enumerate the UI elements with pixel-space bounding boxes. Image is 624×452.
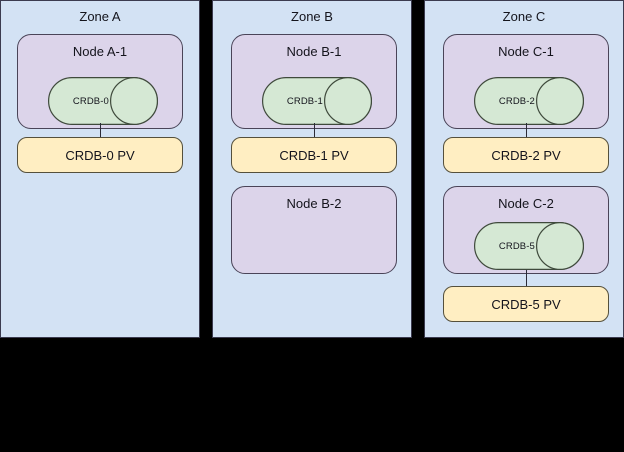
pv-box-crdb-5-pv: CRDB-5 PV: [443, 286, 609, 322]
node-box-b-1: Node B-1 CRDB-1: [231, 34, 397, 129]
pv-label-crdb-5-pv: CRDB-5 PV: [491, 296, 561, 312]
database-label-crdb-1: CRDB-1: [286, 95, 323, 107]
zone-title-a: Zone A: [79, 9, 121, 24]
pv-box-crdb-1-pv: CRDB-1 PV: [231, 137, 397, 173]
zone-container-b: Zone B Node B-1 CRDB-1 CRDB-1 PV Node B-…: [212, 0, 412, 338]
database-cylinder-crdb-0: CRDB-0: [48, 77, 158, 125]
cylinder-shape-icon: [474, 77, 584, 125]
node-title-b-2: Node B-2: [286, 196, 342, 211]
pv-label-crdb-0-pv: CRDB-0 PV: [65, 147, 135, 163]
connector-node-c-2-to-pv: [526, 270, 527, 286]
node-box-a-1: Node A-1 CRDB-0: [17, 34, 183, 129]
pv-label-crdb-1-pv: CRDB-1 PV: [279, 147, 349, 163]
node-box-c-2: Node C-2 CRDB-5: [443, 186, 609, 274]
database-label-crdb-5: CRDB-5: [498, 240, 535, 252]
database-cylinder-crdb-2: CRDB-2: [474, 77, 584, 125]
zone-container-a: Zone A Node A-1 CRDB-0 CRDB-0 PV: [0, 0, 200, 338]
node-box-b-2: Node B-2: [231, 186, 397, 274]
pv-box-crdb-2-pv: CRDB-2 PV: [443, 137, 609, 173]
pv-box-crdb-0-pv: CRDB-0 PV: [17, 137, 183, 173]
connector-node-c-1-to-pv: [526, 123, 527, 138]
cylinder-shape-icon: [48, 77, 158, 125]
zone-title-c: Zone C: [502, 9, 546, 24]
database-cylinder-crdb-1: CRDB-1: [262, 77, 372, 125]
cylinder-shape-icon: [474, 222, 584, 270]
database-cylinder-crdb-5: CRDB-5: [474, 222, 584, 270]
database-label-crdb-2: CRDB-2: [498, 95, 535, 107]
node-title-a-1: Node A-1: [72, 44, 128, 59]
database-label-crdb-0: CRDB-0: [72, 95, 109, 107]
node-title-c-1: Node C-1: [498, 44, 554, 59]
connector-node-a-1-to-pv: [100, 123, 101, 138]
connector-node-b-1-to-pv: [314, 123, 315, 138]
node-title-c-2: Node C-2: [498, 196, 554, 211]
zone-container-c: Zone C Node C-1 CRDB-2 CRDB-2 PV Node C-…: [424, 0, 624, 338]
cylinder-shape-icon: [262, 77, 372, 125]
node-title-b-1: Node B-1: [286, 44, 342, 59]
zone-title-b: Zone B: [291, 9, 333, 24]
pv-label-crdb-2-pv: CRDB-2 PV: [491, 147, 561, 163]
node-box-c-1: Node C-1 CRDB-2: [443, 34, 609, 129]
